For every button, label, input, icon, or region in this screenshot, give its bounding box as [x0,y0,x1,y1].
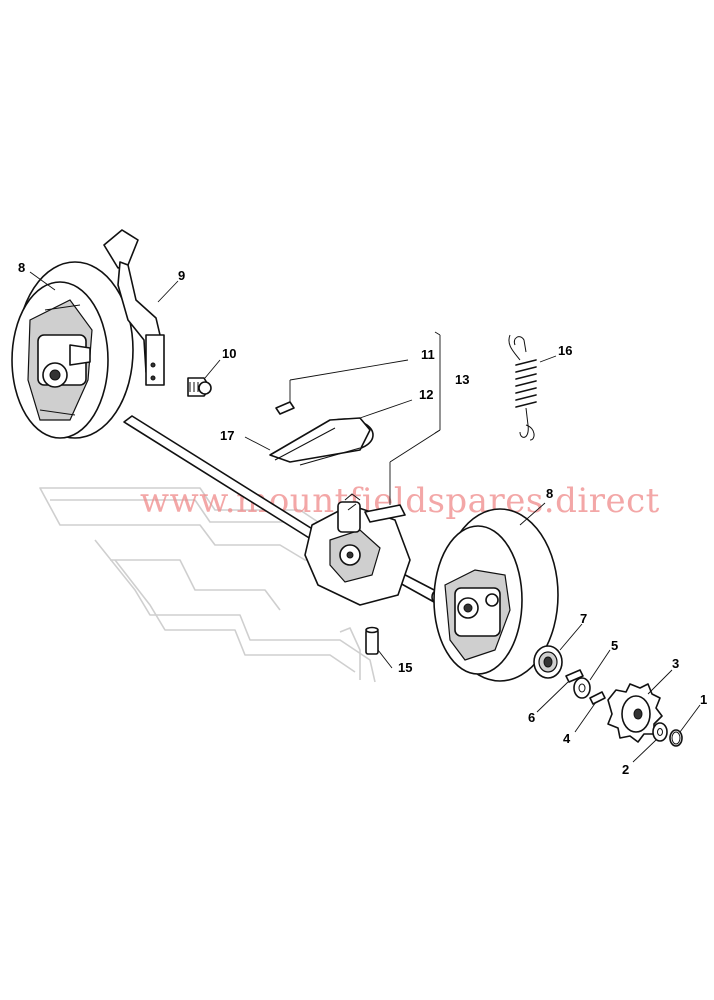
pin [275,401,295,415]
callout-7: 7 [580,611,587,626]
bolt [187,377,212,397]
callout-5: 5 [611,638,618,653]
gearbox [304,493,411,606]
bearing [533,645,563,679]
small-pin [565,669,584,683]
callout-12: 12 [419,387,433,402]
handle-frame-outline [39,487,376,683]
callout-4: 4 [563,731,571,746]
callout-8-right: 8 [546,486,553,501]
callout-11: 11 [421,347,435,362]
leader-lines [29,271,701,763]
callout-3: 3 [672,656,679,671]
washer [573,677,591,699]
callout-17: 17 [220,428,234,443]
drive-belt [269,417,371,466]
axle-pin [365,626,379,655]
callout-1: 1 [700,692,707,707]
callout-labels: 8 9 10 11 12 13 17 16 8 7 5 3 6 1 4 2 15 [18,260,707,777]
spring [508,334,537,441]
gear-washer [652,722,668,742]
left-wheel [11,261,134,439]
callout-13: 13 [455,372,469,387]
pinion-gear [607,683,663,743]
callout-15: 15 [398,660,412,675]
callout-10: 10 [222,346,236,361]
callout-9: 9 [178,268,185,283]
circlip [669,729,683,747]
key [589,691,606,705]
callout-16: 16 [558,343,572,358]
height-adjust-bracket [103,229,165,386]
callout-2: 2 [622,762,629,777]
callout-6: 6 [528,710,535,725]
right-wheel [433,508,559,682]
callout-8-left: 8 [18,260,25,275]
